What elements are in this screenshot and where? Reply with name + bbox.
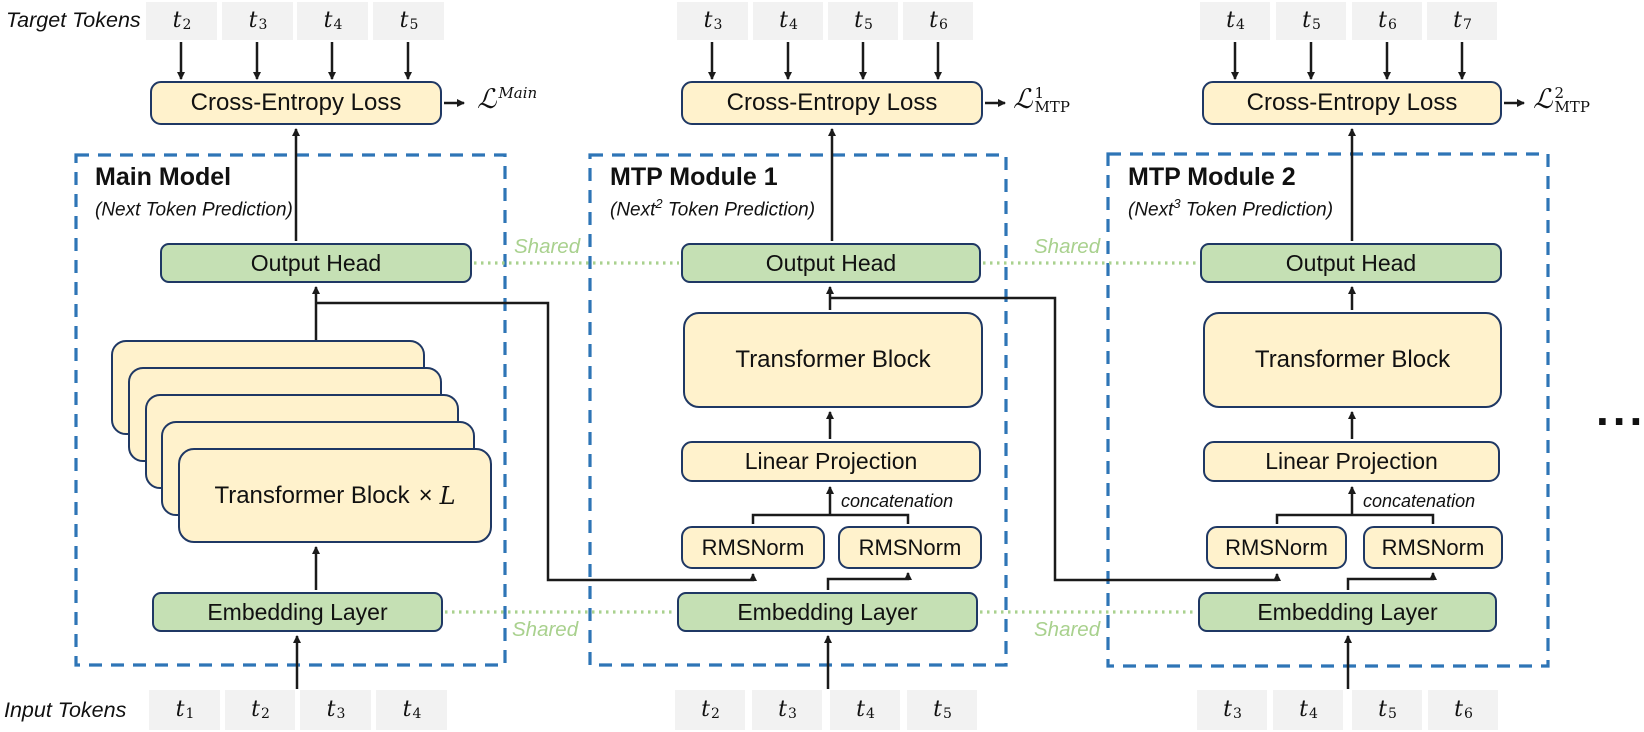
mtp1-concat-connector — [751, 513, 910, 524]
main-embedding-layer-box: Embedding Layer — [152, 592, 443, 632]
mtp2-concatenation-label: concatenation — [1363, 491, 1476, 511]
main-output-head-box: Output Head — [160, 243, 472, 283]
main-cross-entropy-loss-box: Cross-Entropy Loss — [150, 81, 442, 125]
mtp1-rmsnorm-right-box: RMSNorm — [838, 526, 982, 569]
target-tokens-label: Target Tokens — [6, 8, 141, 32]
mtp1-concatenation-label: concatenation — [841, 491, 954, 511]
shared-label-embedding-2: Shared — [1034, 618, 1101, 641]
shared-label-outputhead-2: Shared — [1034, 235, 1101, 258]
main-transformer-stack-front: Transformer Block×L — [178, 448, 492, 543]
main-module-boundary — [74, 153, 507, 667]
mtp1-embedding-to-rmsnorm-arrow — [826, 572, 912, 590]
mtp2-embedding-layer-box: Embedding Layer — [1198, 592, 1497, 632]
main-module-subtitle: (Next Token Prediction) — [95, 199, 293, 221]
mtp2-transformer-block-box: Transformer Block — [1203, 312, 1502, 408]
mtp1-module-title: MTP Module 1 — [610, 163, 778, 191]
mtp2-concat-connector — [1275, 513, 1435, 524]
mtp1-hidden-branch-to-mtp2 — [830, 296, 1281, 582]
mtp1-output-head-box: Output Head — [681, 243, 981, 283]
mtp2-rmsnorm-right-box: RMSNorm — [1363, 526, 1503, 569]
mtp1-module-subtitle: (Next2 Token Prediction) — [610, 196, 816, 221]
main-module-title: Main Model — [95, 163, 232, 191]
mtp2-module-boundary — [1106, 152, 1550, 668]
mtp1-rmsnorm-left-box: RMSNorm — [681, 526, 825, 569]
mtp1-transformer-block-box: Transformer Block — [683, 312, 983, 408]
input-tokens-label: Input Tokens — [4, 698, 127, 722]
mtp1-module-boundary — [588, 153, 1008, 667]
mtp2-module-title: MTP Module 2 — [1128, 163, 1296, 191]
mtp1-embedding-layer-box: Embedding Layer — [677, 592, 978, 632]
mtp2-module-subtitle: (Next3 Token Prediction) — [1128, 196, 1334, 221]
mtp2-linear-projection-box: Linear Projection — [1203, 441, 1500, 482]
mtp1-cross-entropy-loss-box: Cross-Entropy Loss — [681, 81, 983, 125]
shared-label-outputhead-1: Shared — [514, 235, 581, 258]
more-modules-ellipsis: ... — [1596, 383, 1644, 435]
mtp2-rmsnorm-left-box: RMSNorm — [1206, 526, 1347, 569]
main-hidden-branch-to-mtp1 — [316, 301, 757, 582]
mtp1-linear-projection-box: Linear Projection — [681, 441, 981, 482]
mtp2-output-head-box: Output Head — [1200, 243, 1502, 283]
shared-label-embedding-1: Shared — [512, 618, 579, 641]
mtp2-embedding-to-rmsnorm-arrow — [1346, 572, 1437, 590]
mtp2-cross-entropy-loss-box: Cross-Entropy Loss — [1202, 81, 1502, 125]
